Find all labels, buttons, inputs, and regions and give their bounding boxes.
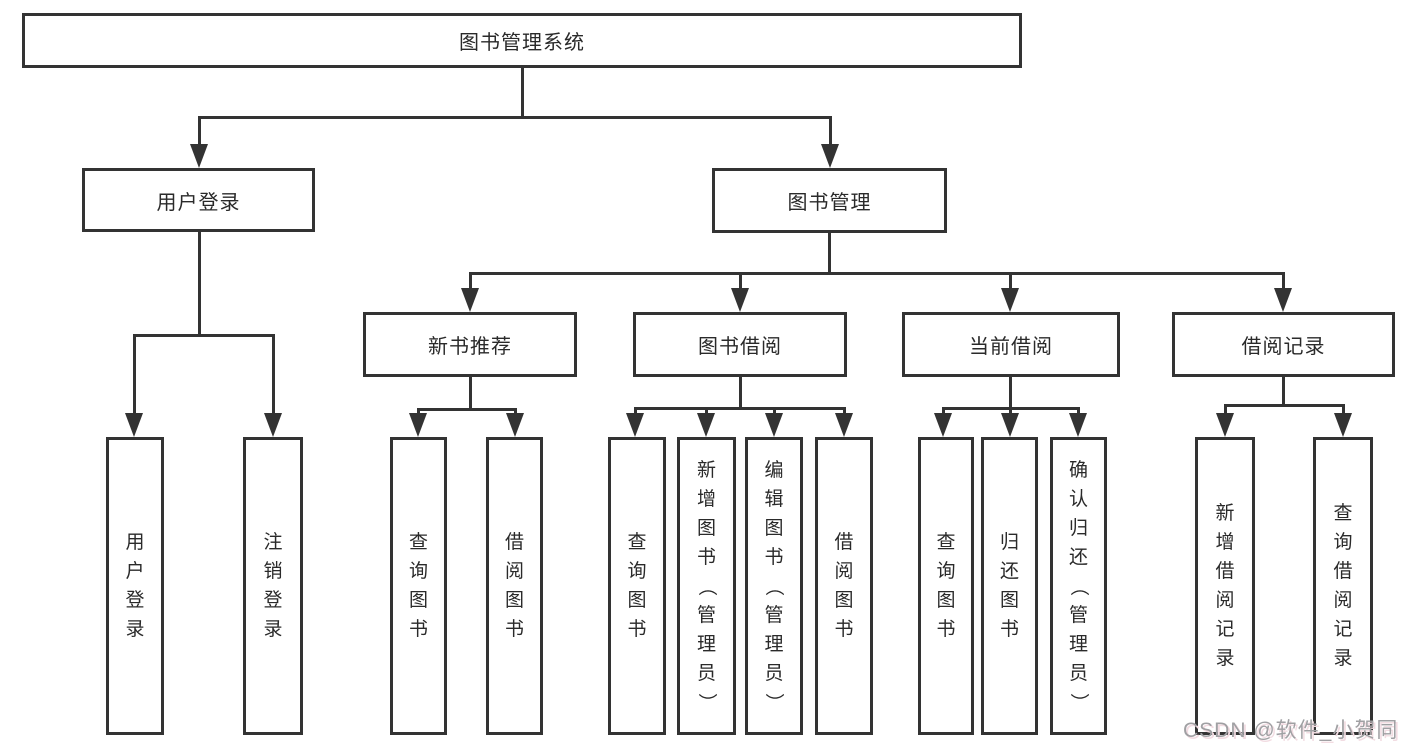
connector-line [468, 377, 472, 411]
arrow-down-icon [1001, 413, 1019, 437]
connector-line [1281, 273, 1285, 293]
arrow-down-icon [264, 413, 282, 437]
arrow-down-icon [934, 413, 952, 437]
connector-line [520, 68, 524, 118]
connector-line [416, 407, 517, 411]
arrow-down-icon [1334, 413, 1352, 437]
arrow-down-icon [1216, 413, 1234, 437]
arrow-down-icon [1001, 288, 1019, 312]
leaf-edit-books-admin: 编辑图书（管理员） [745, 437, 803, 735]
connector-line [271, 335, 275, 417]
node-current-borrowing: 当前借阅 [902, 312, 1120, 377]
arrow-down-icon [1069, 413, 1087, 437]
node-root-label: 图书管理系统 [459, 32, 585, 54]
leaf-user-login: 用户登录 [106, 437, 164, 735]
leaf-query-books-borrowing: 查询图书 [608, 437, 666, 735]
leaf-return-books: 归还图书 [981, 437, 1038, 735]
node-book-borrowing-label: 图书借阅 [698, 336, 782, 358]
connector-line [468, 271, 1285, 275]
connector-line [1008, 273, 1012, 293]
arrow-down-icon [409, 413, 427, 437]
arrow-down-icon [731, 288, 749, 312]
leaf-query-borrow-record: 查询借阅记录 [1313, 437, 1373, 735]
arrow-down-icon [461, 288, 479, 312]
connector-line [1008, 377, 1012, 410]
csdn-watermark: CSDN @软件_小贺同学 [1183, 719, 1399, 742]
arrow-down-icon [506, 413, 524, 437]
arrow-down-icon [626, 413, 644, 437]
arrow-down-icon [1274, 288, 1292, 312]
leaf-logout: 注销登录 [243, 437, 303, 735]
connector-line [197, 117, 201, 147]
connector-line [132, 333, 275, 337]
connector-line [197, 115, 832, 119]
arrow-down-icon [835, 413, 853, 437]
leaf-borrow-books: 借阅图书 [815, 437, 873, 735]
node-current-borrowing-label: 当前借阅 [969, 336, 1053, 358]
leaf-confirm-return-admin: 确认归还（管理员） [1050, 437, 1107, 735]
node-new-book-recommend-label: 新书推荐 [428, 336, 512, 358]
leaf-add-books-admin: 新增图书（管理员） [677, 437, 736, 735]
arrow-down-icon [190, 144, 208, 168]
connector-line [1223, 405, 1227, 417]
node-root-book-management-system: 图书管理系统 [22, 13, 1022, 68]
arrow-down-icon [821, 144, 839, 168]
connector-line [738, 273, 742, 293]
connector-line [1223, 403, 1345, 407]
node-user-login: 用户登录 [82, 168, 315, 232]
connector-line [633, 406, 846, 410]
leaf-query-books-current: 查询图书 [918, 437, 974, 735]
node-book-management: 图书管理 [712, 168, 947, 233]
node-book-management-label: 图书管理 [787, 192, 872, 214]
arrow-down-icon [697, 413, 715, 437]
leaf-add-borrow-record: 新增借阅记录 [1195, 437, 1255, 735]
leaf-query-books-recommend: 查询图书 [390, 437, 447, 735]
node-new-book-recommend: 新书推荐 [363, 312, 577, 377]
node-borrowing-records-label: 借阅记录 [1241, 336, 1326, 358]
connector-line [132, 335, 136, 417]
leaf-borrow-books-recommend: 借阅图书 [486, 437, 543, 735]
node-book-borrowing: 图书借阅 [633, 312, 847, 377]
arrow-down-icon [765, 413, 783, 437]
connector-line [468, 273, 472, 293]
arrow-down-icon [125, 413, 143, 437]
connector-line [827, 233, 831, 275]
node-borrowing-records: 借阅记录 [1172, 312, 1395, 377]
node-user-login-label: 用户登录 [156, 191, 241, 214]
connector-line [197, 232, 201, 336]
connector-line [1341, 405, 1345, 417]
connector-line [738, 377, 742, 410]
connector-line [1281, 377, 1285, 407]
connector-line [828, 117, 832, 147]
